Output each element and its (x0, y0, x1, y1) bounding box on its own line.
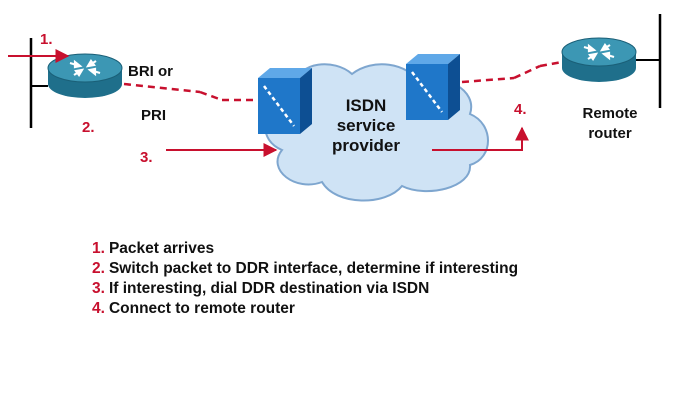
legend-number: 1. (92, 240, 105, 257)
isdn-dashed-links (123, 60, 563, 102)
legend-number: 2. (92, 260, 105, 277)
step-label-3: 3. (140, 149, 153, 166)
step-label-1: 1. (40, 31, 53, 48)
remote-label: Remote (582, 105, 637, 122)
legend-item: 2.Switch packet to DDR interface, determ… (92, 259, 518, 279)
legend-text: Packet arrives (108, 240, 215, 257)
cloud-label-isdn: ISDN (346, 96, 387, 115)
remote-router-icon (561, 37, 637, 82)
cloud-label-provider: provider (332, 136, 400, 155)
cloud-label-service: service (337, 116, 396, 135)
network-diagram: 1. 2. 3. 4. BRI or PRI ISDN service prov… (8, 14, 662, 202)
legend-text: If interesting, dial DDR destination via… (108, 280, 430, 297)
legend-text: Connect to remote router (108, 300, 295, 317)
pri-label: PRI (141, 107, 166, 124)
router-icon (47, 53, 123, 98)
legend-item: 1.Packet arrives (92, 239, 518, 259)
isdn-switch-icon-right (406, 54, 460, 120)
step-legend: 1.Packet arrives 2.Switch packet to DDR … (92, 239, 518, 319)
legend-item: 3.If interesting, dial DDR destination v… (92, 279, 518, 299)
router-label: router (588, 125, 632, 142)
step-label-2: 2. (82, 119, 95, 136)
legend-text: Switch packet to DDR interface, determin… (108, 260, 519, 277)
legend-number: 3. (92, 280, 105, 297)
legend-item: 4.Connect to remote router (92, 299, 518, 319)
step-arrows (8, 49, 529, 157)
bri-or-label: BRI or (128, 63, 173, 80)
isdn-switch-icon (258, 68, 312, 134)
step-label-4: 4. (514, 101, 527, 118)
legend-number: 4. (92, 300, 105, 317)
